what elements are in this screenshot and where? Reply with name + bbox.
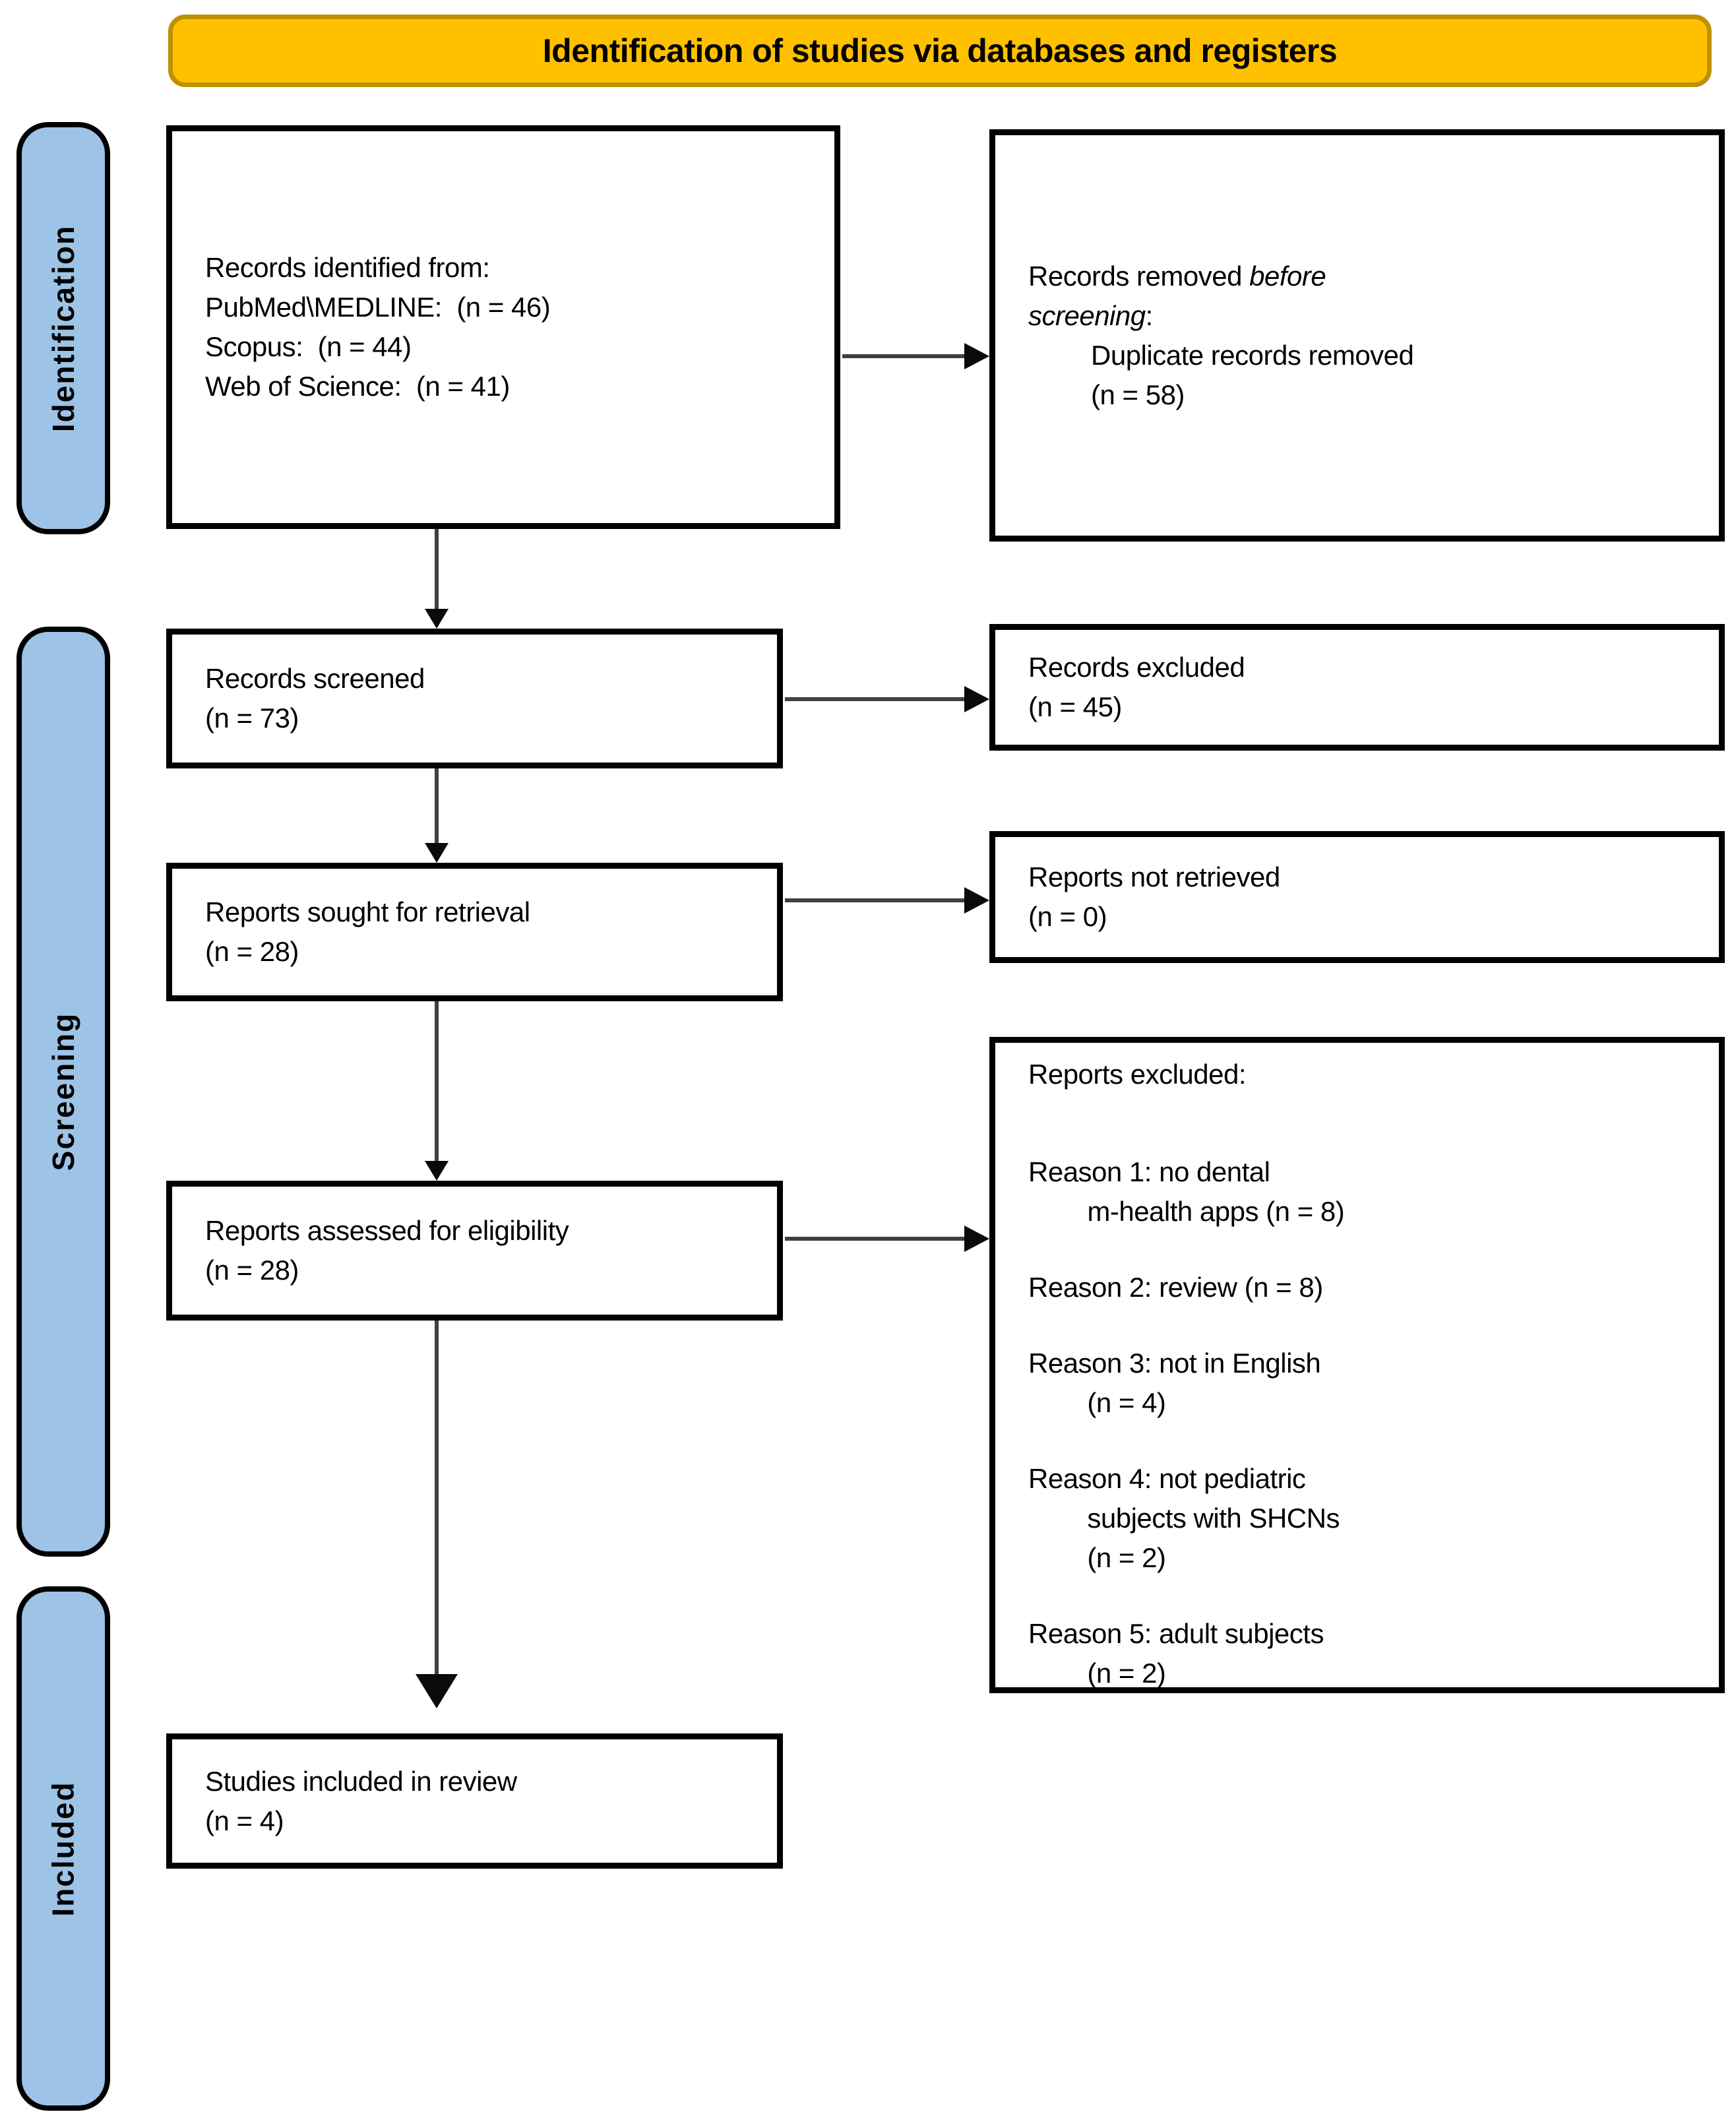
records-removed-prefix: Records removed [1028, 260, 1250, 292]
box-records-removed: Records removed before screening: Duplic… [989, 129, 1725, 542]
reports-excluded-reason-3: Reason 3: not in English (n = 4) [1028, 1348, 1321, 1418]
diagram-title-banner: Identification of studies via databases … [168, 15, 1712, 87]
arrow-line [842, 354, 968, 358]
arrow-line [435, 1321, 439, 1677]
box-records-screened-text: Records screened (n = 73) [205, 663, 425, 733]
box-studies-included-text: Studies included in review (n = 4) [205, 1765, 517, 1836]
box-records-identified-text: Records identified from: PubMed\MEDLINE:… [205, 252, 551, 402]
arrowhead-right-icon [964, 686, 989, 712]
arrowhead-right-icon [964, 343, 989, 369]
stage-label-included: Included [16, 1586, 110, 2111]
box-records-removed-detail: Duplicate records removed (n = 58) [1091, 339, 1414, 410]
stage-label-identification-text: Identification [46, 224, 81, 432]
arrowhead-down-icon [416, 1674, 458, 1708]
box-studies-included: Studies included in review (n = 4) [166, 1733, 783, 1869]
reports-excluded-reason-1: Reason 1: no dental m-health apps (n = 8… [1028, 1156, 1345, 1227]
arrowhead-right-icon [964, 1226, 989, 1252]
stage-label-identification: Identification [16, 122, 110, 534]
arrowhead-down-icon [425, 1161, 449, 1181]
arrow-line [435, 768, 439, 844]
arrow-line [785, 1237, 968, 1241]
box-records-identified: Records identified from: PubMed\MEDLINE:… [166, 125, 840, 529]
box-records-screened: Records screened (n = 73) [166, 629, 783, 768]
diagram-title: Identification of studies via databases … [542, 32, 1338, 69]
records-removed-suffix: : [1145, 299, 1154, 331]
arrowhead-down-icon [425, 609, 449, 629]
box-records-removed-heading: Records removed before screening: [1028, 257, 1437, 336]
records-removed-italic: before screening [1028, 260, 1334, 331]
arrow-line [435, 1001, 439, 1162]
box-records-excluded-text: Records excluded (n = 45) [1028, 652, 1245, 722]
arrow-line [435, 529, 439, 610]
reports-excluded-reason-2: Reason 2: review (n = 8) [1028, 1272, 1323, 1303]
reports-excluded-reason-4: Reason 4: not pediatric subjects with SH… [1028, 1463, 1340, 1573]
box-records-excluded: Records excluded (n = 45) [989, 624, 1725, 751]
reports-excluded-reason-5: Reason 5: adult subjects (n = 2) [1028, 1618, 1324, 1689]
arrow-line [785, 697, 968, 701]
stage-label-screening-text: Screening [46, 1012, 81, 1171]
box-reports-sought: Reports sought for retrieval (n = 28) [166, 863, 783, 1001]
box-reports-assessed: Reports assessed for eligibility (n = 28… [166, 1181, 783, 1321]
stage-label-screening: Screening [16, 627, 110, 1557]
box-reports-assessed-text: Reports assessed for eligibility (n = 28… [205, 1215, 569, 1286]
arrow-line [785, 898, 968, 902]
box-reports-excluded-title: Reports excluded: [1028, 1059, 1247, 1090]
arrowhead-down-icon [425, 843, 449, 863]
box-reports-excluded: Reports excluded: Reason 1: no dental m-… [989, 1037, 1725, 1693]
arrowhead-right-icon [964, 887, 989, 914]
stage-label-included-text: Included [46, 1780, 80, 1917]
box-reports-sought-text: Reports sought for retrieval (n = 28) [205, 896, 530, 967]
box-reports-not-retrieved-text: Reports not retrieved (n = 0) [1028, 861, 1280, 932]
box-reports-not-retrieved: Reports not retrieved (n = 0) [989, 831, 1725, 963]
